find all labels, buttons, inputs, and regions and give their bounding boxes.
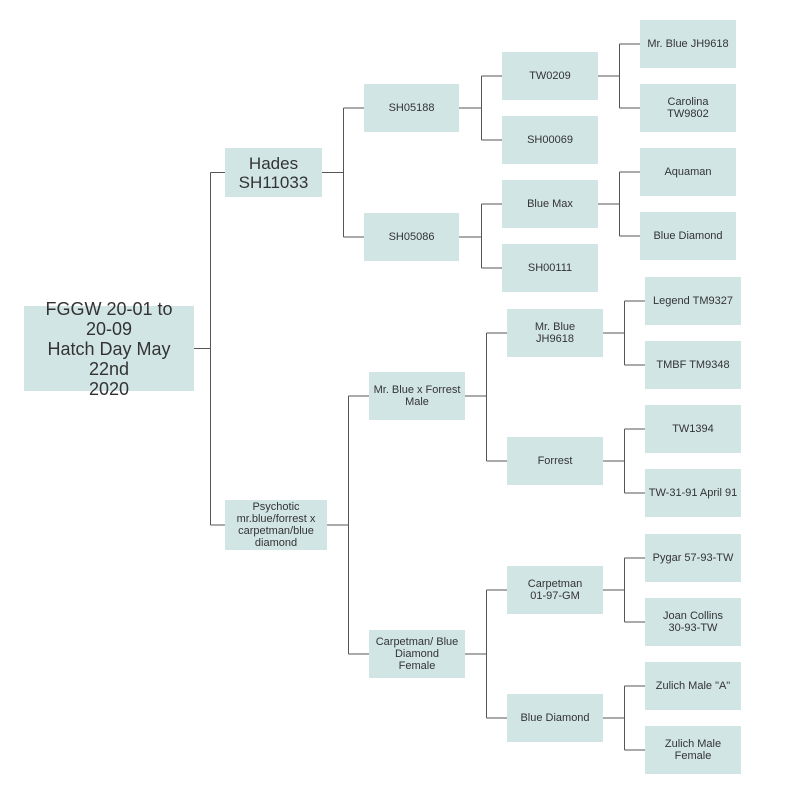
node-dssd: TMBF TM9348: [645, 341, 741, 389]
node-sire-sire: SH05188: [364, 84, 459, 132]
node-ddd: Blue Diamond: [507, 694, 603, 742]
node-root: FGGW 20-01 to 20-09 Hatch Day May 22nd 2…: [24, 299, 194, 399]
node-dsds: TW1394: [645, 405, 741, 453]
node-sdsd: Blue Diamond: [640, 212, 736, 260]
node-ddsd: Joan Collins 30-93-TW: [645, 598, 741, 646]
node-dss: Mr. Blue JH9618: [507, 309, 603, 357]
node-dsd: Forrest: [507, 437, 603, 485]
node-ssd: SH00069: [502, 116, 598, 164]
node-sss: TW0209: [502, 52, 598, 100]
node-ddss: Pygar 57-93-TW: [645, 534, 741, 582]
node-sdd: SH00111: [502, 244, 598, 292]
node-dam-dam: Carpetman/ Blue Diamond Female: [369, 630, 465, 678]
node-sire-dam: SH05086: [364, 213, 459, 261]
node-dam: Psychotic mr.blue/forrest x carpetman/bl…: [225, 500, 327, 550]
node-sds: Blue Max: [502, 180, 598, 228]
node-dsss: Legend TM9327: [645, 277, 741, 325]
node-dddd: Zulich Male Female: [645, 726, 741, 774]
node-sdss: Aquaman: [640, 148, 736, 196]
node-dam-sire: Mr. Blue x Forrest Male: [369, 372, 465, 420]
node-dsdd: TW-31-91 April 91: [645, 469, 741, 517]
node-sssd: Carolina TW9802: [640, 84, 736, 132]
node-ssss: Mr. Blue JH9618: [640, 20, 736, 68]
node-dds: Carpetman 01-97-GM: [507, 566, 603, 614]
node-sire: Hades SH11033: [225, 148, 322, 197]
node-ddds: Zulich Male "A": [645, 662, 741, 710]
